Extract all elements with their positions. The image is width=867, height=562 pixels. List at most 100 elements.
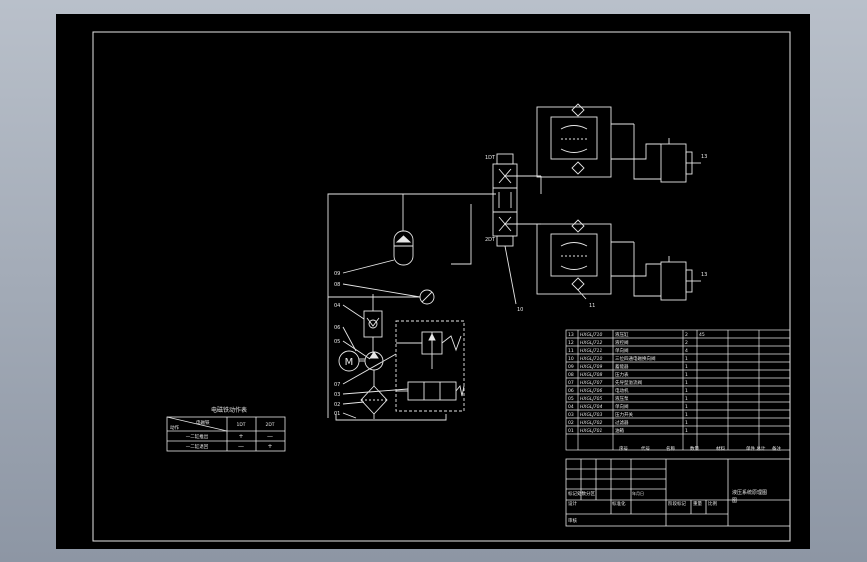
title-standard-label: 标准化	[612, 500, 626, 507]
title-stage-label: 阶段标记	[668, 500, 686, 507]
parts-cell-no: 12	[568, 340, 574, 346]
parts-cell-no: 03	[568, 412, 574, 418]
action-table-col1: 1DT	[236, 422, 245, 428]
parts-cell-qty: 1	[685, 404, 688, 410]
parts-cell-code: HXGLJ712	[580, 340, 603, 346]
hydraulic-lock-top	[536, 103, 634, 194]
title-date-label: 年月日	[632, 490, 644, 496]
action-row-label: 一二缸推出	[186, 433, 209, 440]
parts-cell-no: 06	[568, 388, 574, 394]
callout-solenoid-top: 1DT	[485, 155, 496, 161]
solenoid-action-table: 电磁铁动作表 电磁铁 动作 1DT 2DT 一二缸推出 + — 一二缸退回 — …	[166, 406, 286, 452]
action-row-label: 一二缸退回	[186, 443, 209, 450]
callout-pressure-gauge: 08	[334, 282, 340, 288]
parts-cell-code: HXGLJ702	[580, 420, 603, 426]
parts-list-row: 08 HXGLJ708 压力表 1	[568, 371, 688, 378]
parts-list-row: 06 HXGLJ706 电动机 1	[568, 387, 688, 394]
action-table-col2: 2DT	[265, 422, 274, 428]
parts-cell-qty: 1	[685, 396, 688, 402]
title-weight-label: 重量	[693, 500, 702, 507]
parts-cell-code: HXGLJ707	[580, 380, 603, 386]
hydraulic-lock-bottom	[536, 219, 634, 295]
callout-labels: 09 08 04 06 05 07 03 02 01 1DT 2DT 10 11…	[334, 154, 707, 417]
parts-cell-code: HXGLJ710	[580, 356, 603, 362]
parts-cell-code: HXGLJ708	[580, 372, 603, 378]
action-row-value: —	[267, 433, 273, 440]
parts-header-remark: 备注	[772, 445, 781, 452]
parts-cell-code: HXGLJ705	[580, 396, 603, 402]
drawing-title: 液压系统原理图	[732, 489, 767, 496]
action-table-title: 电磁铁动作表	[211, 406, 247, 414]
title-block: 标记处数分区 设计 标准化 审核 年月日 阶段标记 重量 比例 液压系统原理图 …	[565, 458, 791, 527]
parts-cell-no: 02	[568, 420, 574, 426]
parts-cell-material: 45	[699, 332, 705, 338]
parts-cell-qty: 1	[685, 364, 688, 370]
svg-text:M: M	[345, 357, 354, 368]
callout-pressure-switch: 03	[334, 392, 340, 398]
parts-cell-no: 10	[568, 356, 574, 362]
parts-cell-qty: 1	[685, 372, 688, 378]
parts-cell-code: HXGLJ704	[580, 404, 603, 410]
hydraulic-circuit: M	[327, 103, 701, 421]
callout-cylinder-bottom: 13	[701, 272, 707, 278]
callout-solenoid-bottom: 2DT	[485, 237, 496, 243]
parts-cell-no: 09	[568, 364, 574, 370]
parts-cell-name: 液压泵	[615, 395, 629, 402]
title-audit-label: 审核	[568, 517, 577, 524]
tank-symbol	[335, 414, 447, 421]
parts-cell-qty: 1	[685, 356, 688, 362]
parts-header-code: 代号	[641, 445, 650, 452]
callout-directional-valve: 10	[517, 307, 523, 313]
parts-header-weight: 单件 总计	[746, 445, 766, 452]
drawing-canvas: M	[56, 14, 810, 549]
parts-cell-name: 三位四通电磁换向阀	[615, 355, 656, 362]
parts-cell-qty: 1	[685, 388, 688, 394]
parts-cell-no: 05	[568, 396, 574, 402]
parts-cell-code: HXGLJ701	[580, 428, 603, 434]
action-table-corner-bottom: 动作	[170, 424, 179, 431]
parts-cell-no: 11	[568, 348, 574, 354]
parts-cell-code: HXGLJ703	[580, 412, 603, 418]
title-designer-label: 设计	[568, 500, 577, 507]
parts-cell-name: 蓄能器	[615, 363, 629, 370]
parts-cell-name: 液压缸	[615, 331, 629, 338]
parts-cell-qty: 1	[685, 428, 688, 434]
callout-accumulator: 09	[334, 271, 340, 277]
parts-cell-name: 液控阀	[615, 339, 629, 346]
callout-relief-valve: 07	[334, 382, 340, 388]
callout-cylinder-top: 13	[701, 154, 707, 160]
parts-cell-qty: 2	[685, 332, 688, 338]
parts-cell-no: 04	[568, 404, 574, 410]
parts-cell-code: HXGLJ706	[580, 388, 603, 394]
parts-cell-name: 单向阀	[615, 347, 629, 354]
action-row-value: —	[238, 443, 244, 450]
callout-tank: 01	[334, 411, 340, 417]
directional-valve-symbol	[492, 153, 541, 305]
callout-check-valve-pump: 04	[334, 303, 340, 309]
parts-header-row: 序号 代号 名称 数量 材料 单件 总计 备注	[619, 445, 781, 452]
parts-cell-name: 电动机	[615, 387, 629, 394]
parts-list-row: 05 HXGLJ705 液压泵 1	[568, 395, 688, 402]
callout-filter: 02	[334, 402, 340, 408]
parts-cell-name: 压力表	[615, 371, 629, 378]
parts-header-material: 材料	[716, 445, 725, 452]
parts-cell-qty: 2	[685, 340, 688, 346]
action-table-corner-top: 电磁铁	[196, 419, 210, 426]
parts-header-name: 名称	[666, 445, 675, 452]
cylinder-top	[660, 138, 701, 183]
callout-motor: 06	[334, 325, 340, 331]
parts-cell-qty: 1	[685, 412, 688, 418]
parts-cell-no: 08	[568, 372, 574, 378]
parts-cell-name: 单向阀	[615, 403, 629, 410]
action-row-value: +	[238, 433, 243, 440]
parts-cell-code: HXGLJ711	[580, 348, 603, 354]
parts-header-no: 序号	[619, 445, 628, 452]
